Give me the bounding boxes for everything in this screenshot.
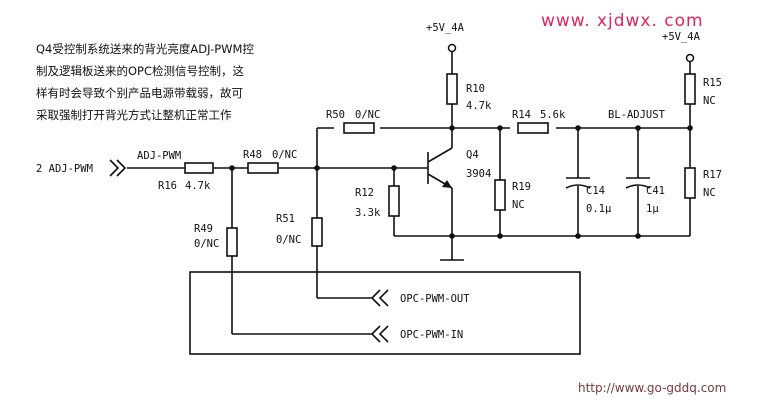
note-line-4: 采取强制打开背光方式让整机正常工作 [36,108,232,122]
c14-name: C14 [586,185,605,197]
r15-name: R15 [703,77,722,89]
r49-value: 0/NC [194,238,219,250]
capacitor-c14: C14 0.1μ [565,177,612,215]
r10-name: R10 [466,83,485,95]
r49-name: R49 [194,223,213,235]
resistor-r17: R17 NC [684,167,722,199]
c14-value: 0.1μ [586,203,612,215]
r14-name: R14 [512,109,531,121]
r51-name: R51 [276,213,295,225]
r16-value: 4.7k [185,180,211,192]
bl-adjust-net-label: BL-ADJUST [608,109,666,121]
watermark-top: www. xjdwx. com [541,11,704,31]
resistor-r49: R49 0/NC [194,223,238,257]
q4-value: 3904 [466,168,491,180]
r19-name: R19 [512,181,531,193]
resistor-r51: R51 0/NC [276,213,323,247]
opc-pwm-in-connector: OPC-PWM-IN [370,325,463,343]
opc-pwm-out-connector: OPC-PWM-OUT [370,289,470,307]
vcc1-label: +5V_4A [426,22,465,34]
resistor-r50: R50 0/NC [326,109,380,134]
note-line-1: Q4受控制系统送来的背光亮度ADJ-PWM控 [36,42,254,56]
vcc2-label: +5V_4A [662,31,701,43]
r50-name: R50 [326,109,345,121]
input-connector: 2 ADJ-PWM ADJ-PWM [36,150,181,177]
watermark-bottom: http://www.go-gddq.com [578,381,726,395]
r15-value: NC [703,95,716,107]
capacitor-c41: C41 1μ [625,177,665,215]
description-note: Q4受控制系统送来的背光亮度ADJ-PWM控 制及逻辑板送来的OPC检测信号控制… [36,42,254,122]
resistor-r12: R12 3.3k [355,185,400,219]
supply-rail-2: +5V_4A [662,31,701,63]
transistor-q4: Q4 3904 [427,147,491,189]
resistor-r15: R15 NC [684,73,722,107]
r48-name: R48 [243,149,262,161]
resistor-r14: R14 5.6k [512,109,566,134]
resistor-r48: R48 0/NC [243,149,297,174]
junction-dots [229,125,693,239]
r17-value: NC [703,187,716,199]
r48-value: 0/NC [272,149,297,161]
r16-name: R16 [158,180,177,192]
r10-value: 4.7k [466,100,492,112]
supply-rail-1: +5V_4A [426,22,465,53]
resistor-r10: R10 4.7k [446,73,492,112]
resistor-r16: R16 4.7k [158,162,214,192]
r19-value: NC [512,199,525,211]
note-line-2: 制及逻辑板送来的OPC检测信号控制，这 [36,64,245,78]
opc-in-label: OPC-PWM-IN [400,329,463,341]
q4-name: Q4 [466,149,479,161]
note-line-3: 样有时会导致个别产品电源带载弱，故可 [36,86,243,100]
c41-value: 1μ [646,203,659,215]
opc-out-label: OPC-PWM-OUT [400,293,470,305]
r12-value: 3.3k [355,207,381,219]
r50-value: 0/NC [355,109,380,121]
adj-pwm-net-label: ADJ-PWM [137,150,181,162]
r14-value: 5.6k [540,109,566,121]
input-net-label: 2 ADJ-PWM [36,163,93,175]
r17-name: R17 [703,169,722,181]
c41-name: C41 [646,185,665,197]
resistor-r19: R19 NC [494,179,531,211]
r12-name: R12 [355,187,374,199]
r51-value: 0/NC [276,234,301,246]
